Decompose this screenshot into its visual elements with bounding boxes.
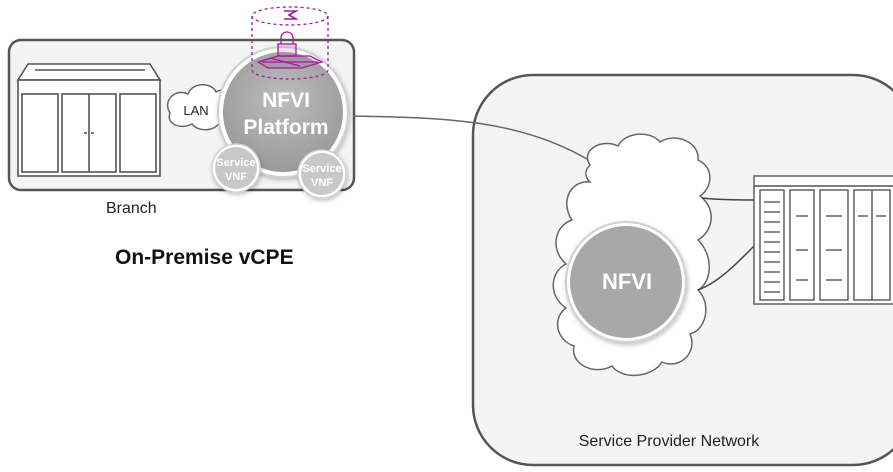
datacenter-rack-icon — [753, 175, 893, 305]
provider-network-label: Service Provider Network — [579, 433, 761, 450]
branch-label: Branch — [106, 200, 157, 217]
service-vnf-left-line1: Service — [216, 157, 255, 169]
nfvi-platform-label-line1: NFVI — [262, 89, 310, 112]
lan-label: LAN — [183, 103, 208, 118]
service-vnf-left: Service VNF — [211, 143, 261, 193]
service-vnf-right-line1: Service — [302, 163, 341, 175]
secure-database-icon — [251, 6, 329, 80]
service-vnf-left-line2: VNF — [225, 171, 247, 183]
dc-link-upper — [701, 197, 757, 201]
dc-link-lower — [697, 243, 757, 291]
wan-link — [352, 115, 593, 163]
nfvi-platform-label-line2: Platform — [243, 116, 328, 139]
section-title: On-Premise vCPE — [115, 246, 294, 269]
storefront-icon — [16, 63, 162, 177]
service-vnf-right-line2: VNF — [311, 177, 333, 189]
nfvi-label: NFVI — [602, 269, 652, 294]
service-vnf-right: Service VNF — [297, 149, 347, 199]
